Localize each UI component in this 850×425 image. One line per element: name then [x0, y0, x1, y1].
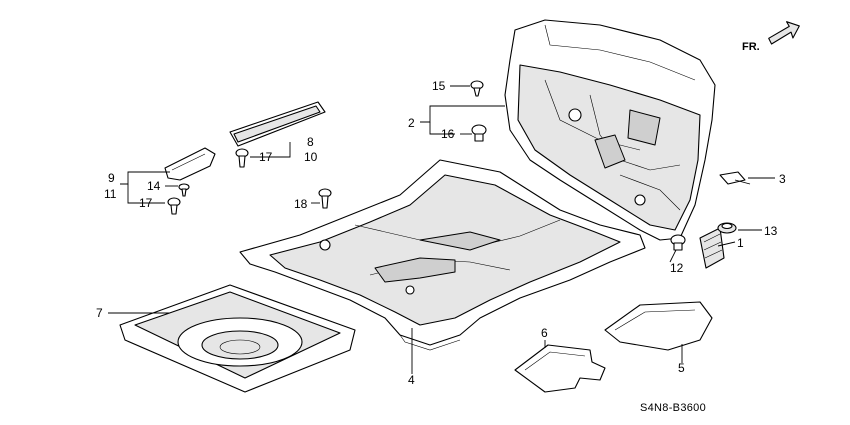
callout-17b: 17 — [139, 196, 153, 210]
callout-6: 6 — [541, 326, 548, 340]
fastener-12-icon — [670, 234, 686, 251]
callout-3: 3 — [779, 172, 786, 186]
callout-4: 4 — [408, 373, 415, 387]
sill-trim-8-part — [229, 101, 326, 147]
callout-7: 7 — [96, 306, 103, 320]
front-direction-label: FR. — [742, 41, 760, 53]
fastener-13-icon — [717, 222, 737, 234]
callout-13: 13 — [764, 224, 778, 238]
callout-18: 18 — [294, 197, 308, 211]
clip-3-part — [719, 171, 751, 185]
sill-trim-9-part — [164, 147, 216, 181]
floor-mat-6-part — [514, 344, 606, 393]
callout-5: 5 — [678, 361, 685, 375]
dash-insulator-part — [504, 19, 716, 241]
fastener-14-icon — [178, 183, 190, 197]
fastener-15-icon — [470, 80, 484, 97]
front-direction-arrow-icon — [768, 21, 800, 45]
callout-11: 11 — [104, 187, 117, 201]
bracket-1-part — [699, 227, 725, 269]
callout-12: 12 — [670, 261, 684, 275]
callout-14: 14 — [147, 179, 161, 193]
callout-1: 1 — [737, 236, 744, 250]
callout-16: 16 — [441, 127, 455, 141]
callout-10: 10 — [304, 150, 318, 164]
floor-mat-5-part — [604, 301, 713, 351]
fastener-16-icon — [471, 124, 487, 142]
fastener-17b-icon — [167, 197, 181, 215]
fastener-18-icon — [318, 188, 332, 209]
fastener-17a-icon — [235, 148, 249, 168]
callout-15: 15 — [432, 79, 446, 93]
callout-2: 2 — [408, 116, 415, 130]
floor-carpet-part — [239, 159, 646, 351]
diagram-code: S4N8-B3600 — [640, 402, 706, 414]
trunk-floor-part — [119, 284, 356, 393]
callout-9: 9 — [108, 171, 115, 185]
leader-lines — [108, 85, 775, 374]
callout-8: 8 — [307, 135, 314, 149]
callout-17a: 17 — [259, 150, 273, 164]
